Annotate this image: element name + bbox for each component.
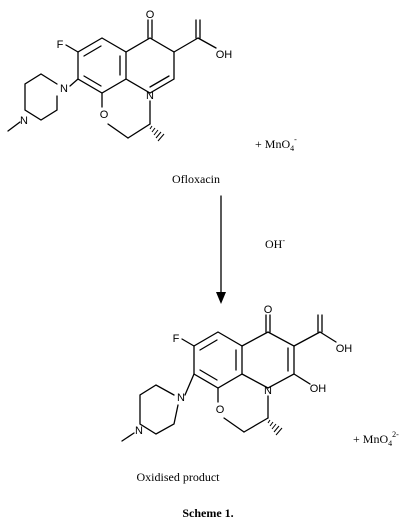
keto-oxygen-label: O xyxy=(264,304,273,316)
ofloxacin-structure: O F OH N O N N xyxy=(7,9,233,142)
scheme-caption: Scheme 1. xyxy=(182,506,233,520)
ring-nitrogen-label: N xyxy=(146,90,154,102)
piperazine-bottom-nitrogen-label: N xyxy=(20,115,28,127)
hashed-methyl-bond xyxy=(267,419,283,436)
ring-nitrogen-label: N xyxy=(264,385,272,397)
ring-oxygen-label: O xyxy=(100,109,109,121)
enol-oh-label: OH xyxy=(310,383,327,395)
hydroxide-condition-label: OH- xyxy=(265,236,285,251)
carboxyl-oh-label: OH xyxy=(216,49,233,61)
product-name: Oxidised product xyxy=(137,470,221,484)
piperazine-bottom-nitrogen-label: N xyxy=(135,425,143,437)
manganate-label: + MnO42- xyxy=(353,430,399,448)
reactant-name: Ofloxacin xyxy=(172,172,220,186)
hashed-methyl-bond xyxy=(149,125,165,142)
keto-oxygen-label: O xyxy=(146,9,155,21)
permanganate-label: + MnO4- xyxy=(255,135,297,153)
fluorine-label: F xyxy=(57,39,64,51)
ring-oxygen-label: O xyxy=(216,404,225,416)
fluorine-label: F xyxy=(173,333,180,345)
reaction-arrow xyxy=(216,195,226,304)
carboxyl-oh-label: OH xyxy=(336,343,353,355)
piperazine-top-nitrogen-label: N xyxy=(60,83,68,95)
piperazine-top-nitrogen-label: N xyxy=(177,392,185,404)
oxidised-product-structure: O F OH OH N O N N xyxy=(121,304,353,442)
